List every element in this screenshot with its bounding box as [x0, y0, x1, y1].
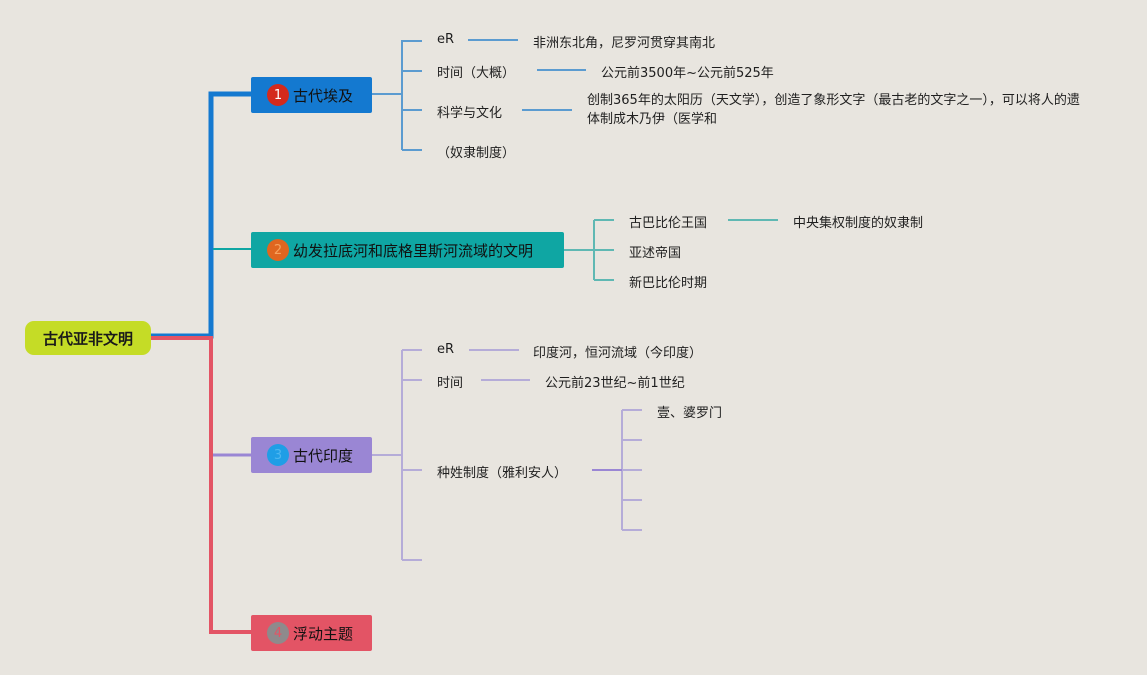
b1-child-1-label[interactable]: eR [437, 32, 455, 47]
b3-child-3-label[interactable]: 种姓制度（雅利安人） [437, 466, 568, 481]
b1-child-3-label[interactable]: 科学与文化 [437, 106, 503, 121]
branch-topic-4-label: 浮动主题 [293, 624, 354, 643]
b2-child-3-label[interactable]: 新巴比伦时期 [629, 276, 708, 291]
branch-topic-4[interactable]: 4 浮动主题 [251, 615, 372, 651]
b3-caste-sub-1[interactable]: 壹、婆罗门 [657, 406, 723, 421]
b3-child-2-label[interactable]: 时间 [437, 376, 464, 391]
b1-child-4-label[interactable]: （奴隶制度） [437, 146, 516, 161]
number-badge-4: 4 [267, 622, 289, 644]
b3-child-2-detail[interactable]: 公元前23世纪~前1世纪 [545, 376, 685, 391]
b1-child-2-detail[interactable]: 公元前3500年~公元前525年 [601, 66, 774, 81]
connector-root-to-branch-1 [151, 91, 251, 339]
b2-child-1-label[interactable]: 古巴比伦王国 [629, 216, 708, 231]
connector-root-to-branch-4 [151, 336, 251, 634]
b3-child-1-label[interactable]: eR [437, 342, 455, 357]
b1-child-3-detail[interactable]: 创制365年的太阳历（天文学），创造了象形文字（最古老的文字之一），可以将人的遗… [587, 93, 1080, 127]
b2-child-2-label[interactable]: 亚述帝国 [629, 246, 682, 261]
branch-topic-2[interactable]: 2 幼发拉底河和底格里斯河流域的文明 [251, 232, 564, 268]
number-badge-3: 3 [267, 444, 289, 466]
root-topic[interactable]: 古代亚非文明 [25, 321, 151, 355]
connector-b1-trunk [372, 40, 403, 150]
b2-child-1-detail[interactable]: 中央集权制度的奴隶制 [793, 216, 924, 231]
number-badge-1: 1 [267, 84, 289, 106]
branch-topic-1-label: 古代埃及 [293, 86, 354, 105]
connector-b1-c2 [402, 69, 586, 72]
connector-b2-trunk [564, 220, 595, 280]
branch-topic-1[interactable]: 1 古代埃及 [251, 77, 372, 113]
root-topic-label: 古代亚非文明 [42, 329, 133, 348]
b1-child-2-label[interactable]: 时间（大概） [437, 66, 516, 81]
branch-topic-3-label: 古代印度 [293, 446, 354, 465]
connector-b1-c1 [402, 39, 518, 42]
number-badge-2: 2 [267, 239, 289, 261]
branch-topic-3[interactable]: 3 古代印度 [251, 437, 372, 473]
b3-child-1-detail[interactable]: 印度河，恒河流域（今印度） [533, 346, 703, 361]
branch-topic-2-label: 幼发拉底河和底格里斯河流域的文明 [293, 241, 534, 260]
b1-child-1-detail[interactable]: 非洲东北角，尼罗河贯穿其南北 [533, 36, 716, 51]
connector-b3-trunk [372, 350, 403, 560]
